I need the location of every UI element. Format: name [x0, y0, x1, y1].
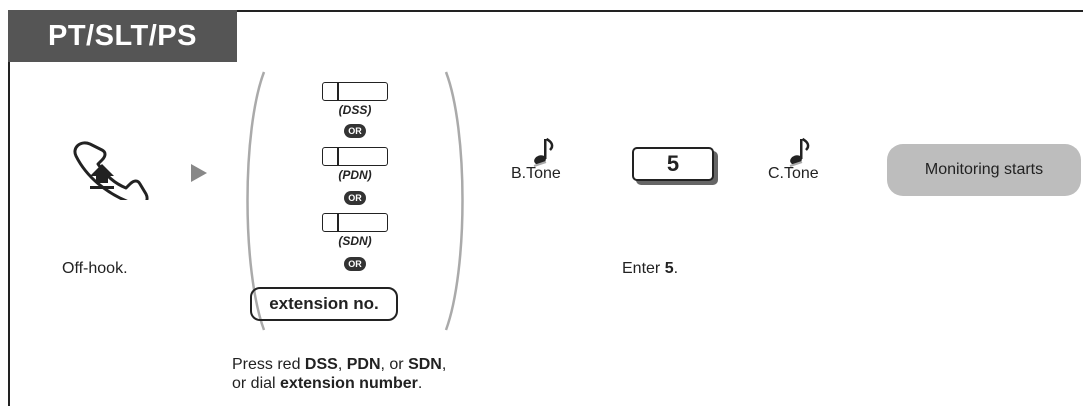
or-badge: OR [344, 191, 366, 205]
select-description: Press red DSS, PDN, or SDN, or dial exte… [232, 356, 447, 392]
pdn-caption: (PDN) [338, 168, 372, 182]
offhook-caption: Off-hook. [62, 260, 128, 277]
play-arrow-icon [191, 164, 207, 182]
right-bracket [444, 71, 464, 331]
enter-description: Enter 5. [622, 260, 679, 277]
monitoring-starts-result: Monitoring starts [887, 144, 1081, 196]
key-face: 5 [632, 147, 714, 181]
music-note-icon [789, 137, 810, 167]
pdn-button-icon [322, 147, 388, 166]
or-badge: OR [344, 124, 366, 138]
sdn-button-icon [322, 213, 388, 232]
dss-button-icon [322, 82, 388, 101]
music-note-icon [533, 137, 554, 167]
handset-offhook-icon [73, 141, 149, 200]
procedure-frame [8, 10, 1083, 406]
ctone-label: C.Tone [768, 165, 819, 182]
or-badge: OR [344, 257, 366, 271]
extension-number-key: extension no. [250, 287, 398, 321]
dial-5-key: 5 [632, 147, 718, 185]
sdn-caption: (SDN) [338, 234, 372, 248]
dss-caption: (DSS) [338, 103, 372, 117]
btone-label: B.Tone [511, 165, 561, 182]
left-bracket [246, 71, 266, 331]
device-tab-title: PT/SLT/PS [8, 10, 237, 62]
